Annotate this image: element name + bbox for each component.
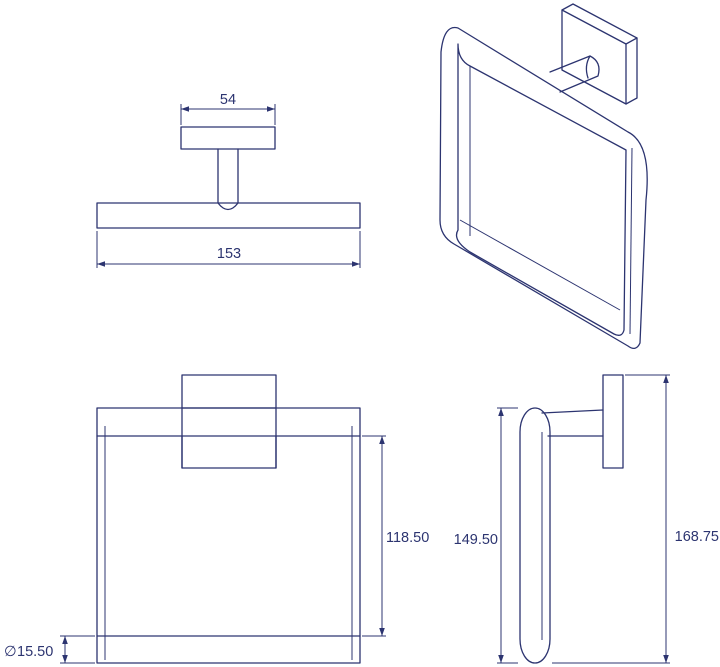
front-wall-plate	[181, 374, 277, 469]
dimension-label-tube-diameter: 15.50	[17, 644, 53, 660]
dimension-label-overall-height: 168.75	[675, 529, 719, 545]
side-arm	[541, 409, 604, 437]
diameter-symbol: ∅	[4, 644, 17, 660]
dimension-label-top-width: 54	[220, 92, 236, 108]
isometric-view	[439, 3, 648, 350]
side-wall-plate	[602, 374, 624, 469]
front-view: 118.50 ∅ 15.50	[4, 374, 429, 664]
side-ring-tube	[519, 407, 551, 664]
iso-ring-inner	[455, 43, 627, 336]
top-view-bar	[96, 202, 361, 229]
dimension-label-ring-height: 149.50	[454, 532, 498, 548]
top-view-stem	[217, 148, 239, 211]
side-view: 149.50 168.75	[454, 374, 719, 664]
dimension-label-total-length: 153	[217, 246, 241, 262]
dimension-label-inner-height: 118.50	[386, 530, 429, 546]
top-view: 54 153	[96, 92, 361, 268]
front-ring-outer	[96, 407, 361, 664]
iso-ring-outer	[439, 26, 648, 350]
iso-arm	[549, 55, 600, 93]
iso-wall-plate	[561, 3, 638, 105]
top-view-wall-plate	[180, 126, 276, 150]
